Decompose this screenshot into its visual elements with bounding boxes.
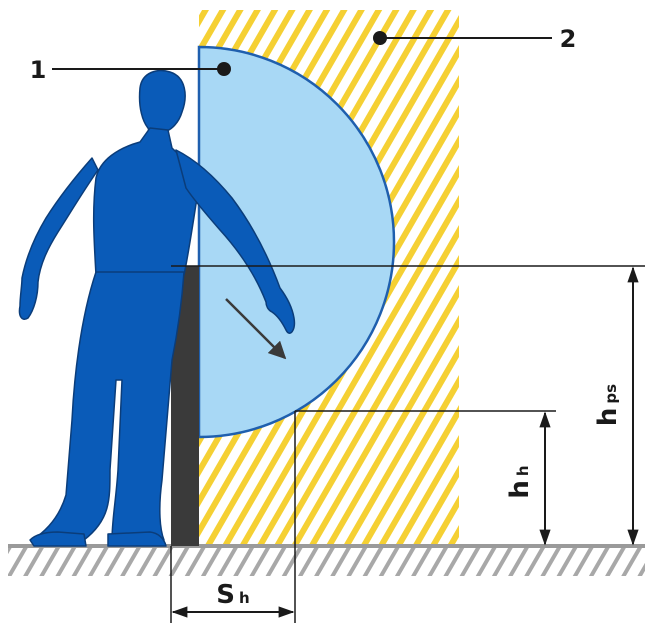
ground-hatch [8,548,645,576]
hps-label: hps [593,384,623,426]
callout-2-label: 2 [560,25,577,53]
person-reaching-icon [18,69,296,547]
callout-2-dot [373,31,387,45]
svg-text:hh: hh [505,465,535,498]
hh-label: hh [505,465,535,498]
reach-zone [197,45,396,439]
reach-direction-arrow-icon [225,298,287,360]
callout-1-dot [217,62,231,76]
callout-1-label: 1 [30,56,47,84]
svg-text:hps: hps [593,384,623,426]
